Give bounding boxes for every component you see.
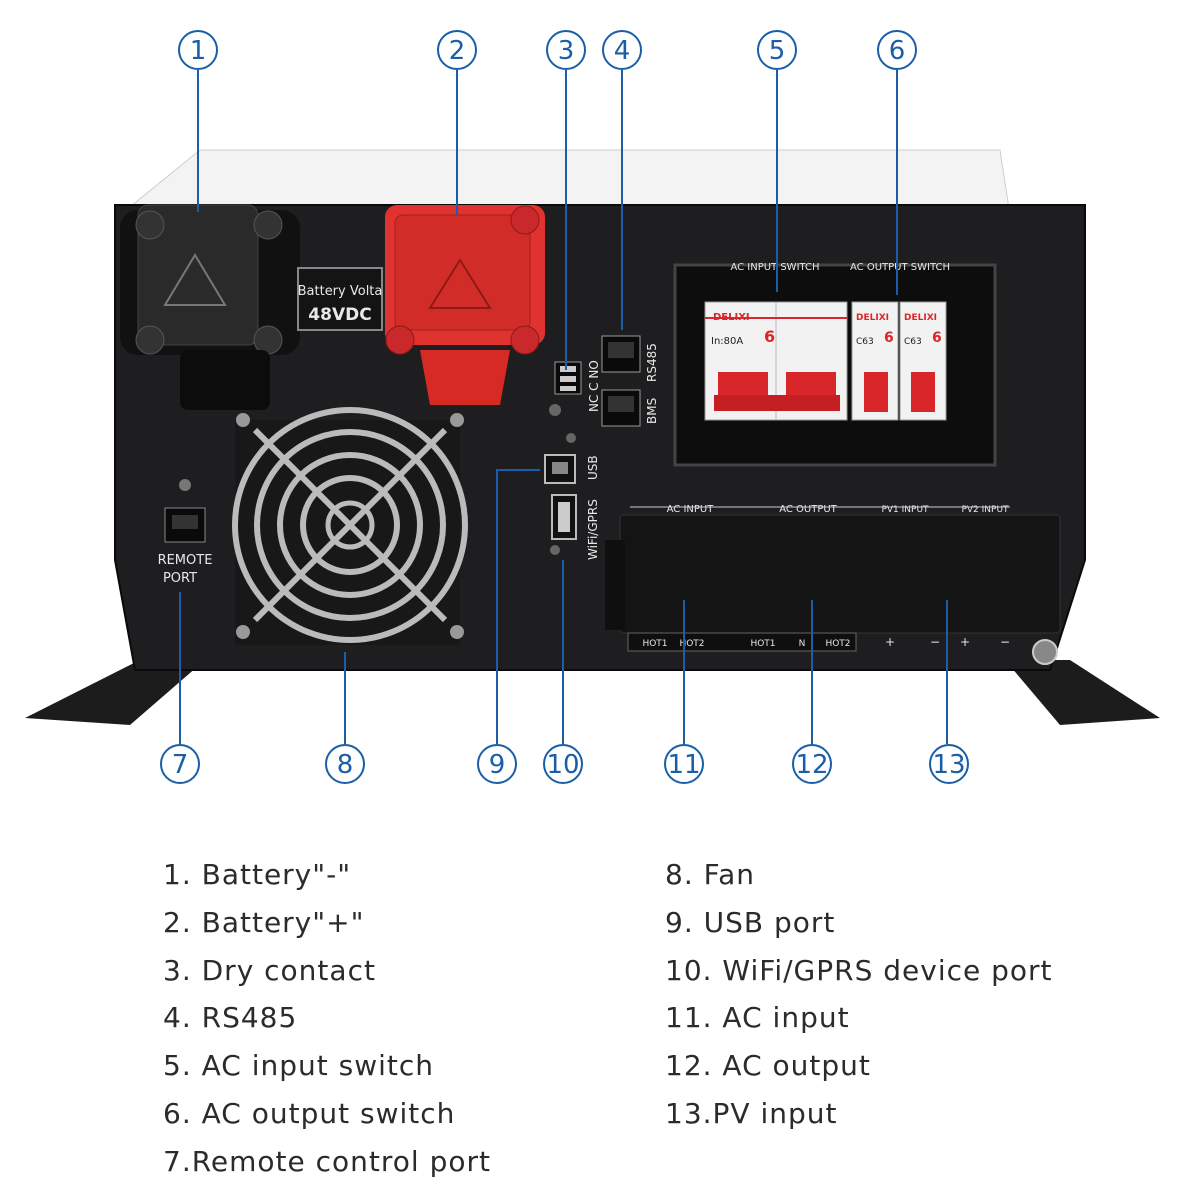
callout-13-number: 13 [932,750,965,780]
callout-3: 3 [546,30,586,70]
callout-6: 6 [877,30,917,70]
output-breaker2-brand: DELIXI [904,313,937,323]
callout-13: 13 [929,744,969,784]
callout-5-number: 5 [769,36,786,66]
remote-port-line1: REMOTE [158,553,213,568]
legend-item-5: 5. AC input switch [163,1049,435,1082]
legend-item-9: 9. USB port [665,906,836,939]
legend-item-10: 10. WiFi/GPRS device port [665,954,1053,987]
callout-7: 7 [160,744,200,784]
callout-2: 2 [437,30,477,70]
output-breaker1-brand: DELIXI [856,313,889,323]
legend-item-12: 12. AC output [665,1049,871,1082]
ac-output-label: AC OUTPUT [779,504,837,515]
callout-1-number: 1 [190,36,207,66]
callout-7-number: 7 [172,750,189,780]
ac-input-label: AC INPUT [667,504,715,515]
terminal-hot1-a: HOT1 [642,639,667,649]
callout-9: 9 [477,744,517,784]
battery-voltage-line1: Battery Volta [298,284,383,299]
pv1-plus: + [885,635,895,649]
legend-item-1: 1. Battery"-" [163,858,352,891]
output-breaker1-rating: C63 [856,337,874,347]
callout-5: 5 [757,30,797,70]
legend-item-3: 3. Dry contact [163,954,376,987]
wifi-gprs-label: WiFi/GPRS [586,499,600,560]
terminal-block-cover: AC INPUT AC OUTPUT PV1 INPUT PV2 INPUT H… [605,504,1061,665]
legend-item-6: 6. AC output switch [163,1097,456,1130]
terminal-hot1-b: HOT1 [750,639,775,649]
fan [232,407,468,645]
remote-port[interactable]: REMOTE PORT [158,479,213,586]
legend-item-4: 4. RS485 [163,1001,298,1034]
terminal-n: N [799,639,806,649]
remote-port-line2: PORT [163,571,197,586]
callout-2-number: 2 [449,36,466,66]
ac-output-switch[interactable]: DELIXI DELIXI C63 C63 6 6 [851,301,947,421]
input-breaker-digit: 6 [764,327,775,346]
battery-negative-terminal[interactable] [120,204,300,410]
rs485-port[interactable]: RS485 [601,335,659,382]
terminal-hot2-a: HOT2 [679,639,704,649]
left-mounting-foot [25,660,205,725]
wifi-gprs-port[interactable]: WiFi/GPRS [550,494,600,560]
terminal-hot2-b: HOT2 [825,639,850,649]
input-breaker-rating: In:80A [711,336,743,347]
callout-10: 10 [543,744,583,784]
callout-12: 12 [792,744,832,784]
pv2-minus: − [1000,635,1010,649]
callout-8: 8 [325,744,365,784]
callout-leaders [179,70,948,744]
callout-3-number: 3 [558,36,575,66]
pv1-minus: − [930,635,940,649]
pv2-input-label: PV2 INPUT [961,505,1009,515]
callout-10-number: 10 [546,750,579,780]
legend-item-2: 2. Battery"+" [163,906,365,939]
inverter-diagram: Battery Volta 48VDC REMOTE PORT [25,30,1160,784]
legend-item-13: 13.PV input [665,1097,838,1130]
output-breaker1-digit: 6 [884,330,894,346]
callout-12-number: 12 [795,750,828,780]
ac-input-switch[interactable]: DELIXI In:80A 6 [704,301,848,421]
ground-screw [1032,639,1058,665]
legend-item-7: 7.Remote control port [163,1145,492,1178]
usb-label: USB [586,455,600,480]
output-breaker2-digit: 6 [932,330,942,346]
callout-9-number: 9 [489,750,506,780]
dry-contact-label: NC C NO [587,360,601,412]
legend-item-11: 11. AC input [665,1001,850,1034]
callout-4: 4 [602,30,642,70]
callout-6-number: 6 [889,36,906,66]
battery-positive-terminal[interactable] [385,205,545,405]
dry-contact-port[interactable]: NC C NO [549,360,601,416]
legend-item-8: 8. Fan [665,858,756,891]
ac-output-switch-label: AC OUTPUT SWITCH [850,262,950,273]
ac-input-switch-label: AC INPUT SWITCH [730,262,819,273]
pv1-input-label: PV1 INPUT [881,505,929,515]
battery-voltage-label: Battery Volta 48VDC [297,267,383,331]
rs485-label: RS485 [645,343,659,382]
callout-11-number: 11 [667,750,700,780]
callout-1: 1 [178,30,218,70]
usb-port[interactable]: USB [544,433,600,484]
bms-port[interactable]: BMS [601,389,659,427]
battery-voltage-line2: 48VDC [308,305,371,325]
callout-8-number: 8 [337,750,354,780]
callout-4-number: 4 [614,36,631,66]
input-breaker-brand: DELIXI [713,312,750,323]
right-mounting-foot [1005,660,1160,725]
output-breaker2-rating: C63 [904,337,922,347]
bms-label: BMS [645,398,659,424]
callout-11: 11 [664,744,704,784]
pv2-plus: + [960,635,970,649]
